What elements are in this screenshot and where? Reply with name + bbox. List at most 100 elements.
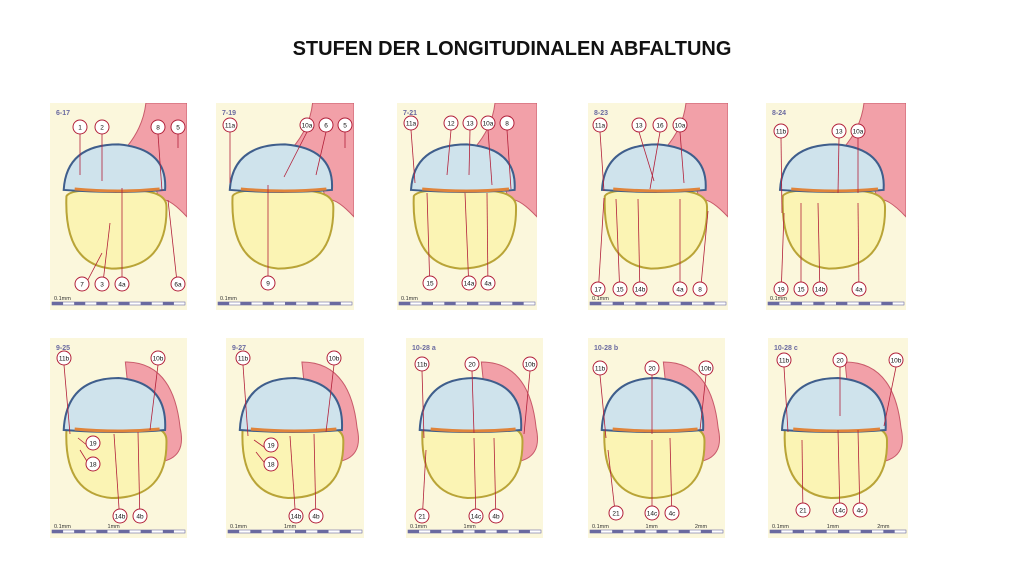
structure-label: 11b bbox=[235, 350, 251, 437]
structure-label: 7 bbox=[74, 252, 103, 292]
svg-text:0.1mm: 0.1mm bbox=[772, 524, 789, 530]
structure-label: 1 bbox=[72, 119, 88, 175]
embryonic-disc bbox=[74, 187, 160, 193]
svg-text:15: 15 bbox=[797, 287, 805, 294]
svg-text:14c: 14c bbox=[647, 511, 658, 518]
svg-text:1mm: 1mm bbox=[827, 524, 840, 530]
svg-text:4a: 4a bbox=[676, 287, 684, 294]
stage-label: 10-28 a bbox=[412, 345, 436, 352]
svg-text:19: 19 bbox=[89, 441, 97, 448]
svg-text:14b: 14b bbox=[815, 287, 826, 294]
structure-label: 11a bbox=[403, 115, 419, 184]
structure-label: 15 bbox=[793, 203, 809, 297]
svg-text:8: 8 bbox=[698, 287, 702, 294]
svg-text:11a: 11a bbox=[406, 121, 417, 128]
svg-text:11a: 11a bbox=[595, 123, 606, 130]
svg-text:21: 21 bbox=[799, 508, 807, 515]
structure-label: 11b bbox=[776, 352, 792, 433]
svg-text:1mm: 1mm bbox=[108, 524, 121, 530]
svg-text:10b: 10b bbox=[153, 356, 164, 363]
structure-label: 14b bbox=[112, 433, 128, 524]
svg-text:15: 15 bbox=[616, 287, 624, 294]
svg-text:10a: 10a bbox=[853, 129, 864, 136]
structure-label: 18 bbox=[255, 451, 279, 472]
svg-text:2mm: 2mm bbox=[695, 524, 708, 530]
structure-label: 4b bbox=[488, 437, 504, 524]
svg-text:18: 18 bbox=[89, 462, 97, 469]
svg-text:9: 9 bbox=[266, 281, 270, 288]
svg-text:8: 8 bbox=[505, 121, 509, 128]
structure-label: 4a bbox=[114, 188, 130, 292]
svg-text:10b: 10b bbox=[525, 362, 536, 369]
svg-text:10b: 10b bbox=[891, 358, 902, 365]
svg-text:4a: 4a bbox=[855, 287, 863, 294]
embryonic-disc bbox=[612, 427, 698, 433]
scale-bar: 0.1mm bbox=[217, 296, 353, 306]
svg-text:18: 18 bbox=[267, 462, 275, 469]
structure-label: 18 bbox=[79, 449, 101, 472]
structure-label: 12 bbox=[443, 115, 459, 176]
svg-text:0.1mm: 0.1mm bbox=[401, 296, 418, 302]
svg-text:2mm: 2mm bbox=[877, 524, 890, 530]
structure-label: 11b bbox=[56, 350, 72, 435]
structure-label: 3 bbox=[94, 222, 111, 292]
structure-label: 14b bbox=[812, 202, 828, 297]
structure-label: 10a bbox=[480, 115, 496, 186]
svg-text:4c: 4c bbox=[669, 511, 677, 518]
svg-text:14b: 14b bbox=[635, 287, 646, 294]
structure-label: 11b bbox=[592, 360, 608, 439]
structure-label: 4c bbox=[852, 429, 868, 518]
structure-label: 4a bbox=[851, 202, 867, 297]
svg-text:0.1mm: 0.1mm bbox=[592, 296, 609, 302]
structure-label: 11a bbox=[592, 117, 608, 192]
svg-text:2: 2 bbox=[100, 125, 104, 132]
structure-label: 19 bbox=[773, 212, 789, 297]
structure-label: 19 bbox=[253, 437, 279, 453]
stage-label: 7-21 bbox=[403, 110, 417, 117]
stage-label: 9-25 bbox=[56, 345, 70, 352]
structure-label: 14b bbox=[632, 198, 648, 297]
svg-text:14c: 14c bbox=[835, 508, 846, 515]
svg-text:10b: 10b bbox=[329, 356, 340, 363]
stage-label: 10-28 c bbox=[774, 345, 798, 352]
svg-text:5: 5 bbox=[343, 123, 347, 130]
svg-text:20: 20 bbox=[468, 362, 476, 369]
svg-text:0.1mm: 0.1mm bbox=[770, 296, 787, 302]
svg-text:0.1mm: 0.1mm bbox=[592, 524, 609, 530]
structure-label: 14a bbox=[461, 192, 477, 291]
svg-text:6a: 6a bbox=[174, 282, 182, 289]
svg-text:21: 21 bbox=[418, 514, 426, 521]
structure-label: 6 bbox=[315, 117, 334, 176]
svg-text:6: 6 bbox=[324, 123, 328, 130]
page-title: STUFEN DER LONGITUDINALEN ABFALTUNG bbox=[292, 38, 732, 60]
structure-label: 20 bbox=[832, 352, 848, 416]
svg-text:4c: 4c bbox=[857, 508, 865, 515]
svg-text:13: 13 bbox=[635, 123, 643, 130]
svg-text:13: 13 bbox=[466, 121, 474, 128]
structure-label: 13 bbox=[831, 123, 847, 194]
svg-text:7: 7 bbox=[80, 282, 84, 289]
svg-text:14c: 14c bbox=[471, 514, 482, 521]
svg-text:14b: 14b bbox=[115, 514, 126, 521]
stage-label: 8-24 bbox=[772, 110, 786, 117]
structure-label: 16 bbox=[649, 117, 668, 190]
structure-label: 13 bbox=[462, 115, 478, 176]
structure-label: 21 bbox=[607, 449, 624, 521]
structure-label: 13 bbox=[631, 117, 655, 182]
scale-bar: 0.1mm bbox=[767, 296, 905, 306]
structure-label: 14c bbox=[468, 437, 484, 524]
structure-label: 8 bbox=[150, 119, 166, 192]
svg-text:11a: 11a bbox=[225, 123, 236, 130]
scale-bar: 0.1mm bbox=[398, 296, 536, 306]
structure-label: 2 bbox=[94, 119, 110, 181]
svg-text:11b: 11b bbox=[417, 362, 428, 369]
structure-label: 10a bbox=[850, 123, 866, 193]
stage-label: 6-17 bbox=[56, 110, 70, 117]
svg-text:19: 19 bbox=[267, 443, 275, 450]
